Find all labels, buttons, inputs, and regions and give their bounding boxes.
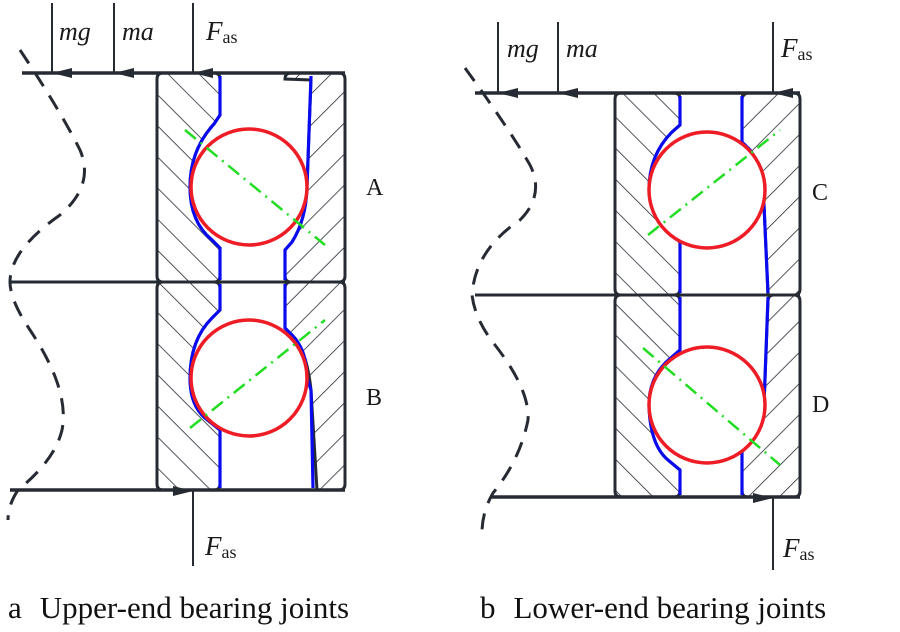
bearing-label-a: A — [366, 175, 384, 201]
bearing-d: D — [613, 293, 829, 499]
ball — [189, 127, 309, 247]
panel-a: A B mg ma Fas Fas a Upper-end bearing joi… — [6, 3, 384, 625]
ball — [647, 130, 767, 250]
bearing-c: C — [613, 91, 828, 297]
fas-symbol: F — [205, 16, 223, 46]
panel-b: C D mg ma Fas Fas b Lower-end bearing joi… — [463, 22, 829, 625]
fas-symbol: F — [780, 33, 798, 63]
shaft-break-line — [463, 67, 538, 531]
contact-line — [189, 319, 326, 429]
mg-label: mg — [59, 17, 91, 46]
fas-top-label: Fas — [780, 33, 813, 64]
ball — [189, 318, 309, 438]
ma-label: ma — [122, 17, 154, 46]
ball — [647, 345, 767, 465]
caption-b: b Lower-end bearing joints — [480, 590, 826, 625]
caption-letter: b — [480, 590, 496, 625]
fas-top-label: Fas — [205, 16, 238, 47]
fas-symbol: F — [204, 531, 222, 561]
fas-bottom-label: Fas — [782, 533, 815, 564]
caption-a: a Upper-end bearing joints — [8, 590, 349, 625]
bearing-b: B — [155, 280, 382, 492]
fas-subscript: as — [223, 27, 238, 47]
bearing-label-d: D — [812, 392, 829, 418]
bearing-label-c: C — [812, 180, 828, 206]
contact-line — [647, 129, 781, 236]
bearing-label-b: B — [366, 385, 382, 411]
fas-symbol: F — [782, 533, 800, 563]
ma-label: ma — [566, 34, 598, 63]
contact-line — [642, 347, 781, 466]
shaft-break-line — [6, 49, 86, 521]
mg-label: mg — [507, 34, 539, 63]
caption-text: Upper-end bearing joints — [40, 590, 349, 625]
fas-bottom-label: Fas — [204, 531, 237, 562]
fas-subscript: as — [222, 542, 237, 562]
fas-subscript: as — [800, 544, 815, 564]
caption-letter: a — [8, 590, 22, 625]
fas-subscript: as — [798, 44, 813, 64]
bearing-a: A — [155, 71, 384, 284]
contact-line — [184, 129, 326, 246]
caption-text: Lower-end bearing joints — [514, 590, 827, 625]
